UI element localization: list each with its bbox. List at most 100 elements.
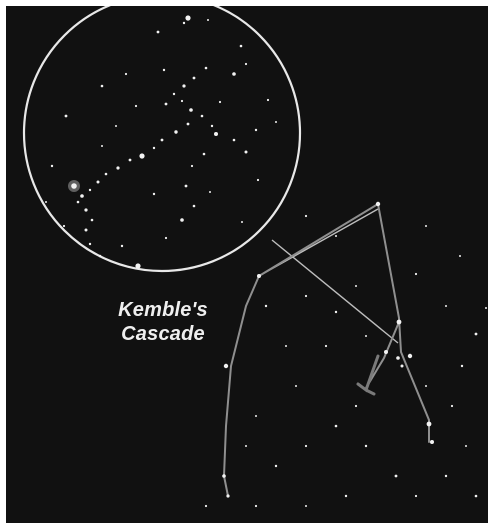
star [165, 103, 168, 106]
star [211, 125, 213, 127]
star [209, 191, 211, 193]
star [203, 153, 206, 156]
star [245, 63, 247, 65]
star [214, 132, 218, 136]
star [45, 201, 47, 203]
star [425, 385, 427, 387]
star [425, 225, 427, 227]
caption-line-2: Cascade [98, 322, 228, 346]
star [305, 505, 307, 507]
star [207, 19, 209, 21]
star [105, 173, 108, 176]
star [257, 179, 259, 181]
star [182, 84, 185, 87]
star [365, 335, 367, 337]
star [183, 22, 185, 24]
star [165, 237, 167, 239]
star [173, 93, 175, 95]
star [275, 121, 277, 123]
star [180, 218, 184, 222]
star [80, 194, 84, 198]
star [233, 139, 236, 142]
star [255, 415, 257, 417]
star [189, 108, 193, 112]
star [305, 295, 307, 297]
star [445, 305, 447, 307]
night-sky-panel: Kemble's Cascade [6, 6, 488, 523]
star [451, 405, 453, 407]
star [415, 495, 417, 497]
star [77, 201, 80, 204]
star [205, 67, 208, 70]
star [475, 495, 478, 498]
caption-line-1: Kemble's [98, 298, 228, 322]
star [295, 385, 297, 387]
star [265, 305, 267, 307]
star [430, 440, 434, 444]
star [193, 77, 196, 80]
star [187, 123, 190, 126]
star [185, 15, 190, 20]
star [241, 221, 243, 223]
star [255, 129, 257, 131]
star [63, 225, 65, 227]
star [376, 202, 380, 206]
star [335, 311, 337, 313]
star [161, 139, 164, 142]
star [285, 345, 287, 347]
star [384, 350, 388, 354]
star [465, 445, 467, 447]
inset-pointer-lines [259, 209, 398, 343]
star [305, 215, 307, 217]
star [232, 72, 236, 76]
star [365, 445, 367, 447]
star [181, 100, 183, 102]
star [121, 245, 123, 247]
star [224, 364, 228, 368]
star [153, 193, 155, 195]
star [163, 69, 165, 71]
star [459, 255, 461, 257]
star [89, 189, 91, 191]
star [355, 285, 357, 287]
star [115, 125, 117, 127]
star [139, 153, 144, 158]
star [219, 101, 221, 103]
star [205, 505, 207, 507]
star [84, 208, 87, 211]
star [116, 166, 119, 169]
star [89, 243, 91, 245]
star-cluster-glow [68, 180, 80, 192]
star [101, 145, 103, 147]
star [335, 235, 337, 237]
target-arrow [358, 356, 378, 394]
star [275, 465, 277, 467]
star [485, 307, 487, 309]
star [475, 333, 478, 336]
star [240, 45, 243, 48]
star [91, 219, 94, 222]
star [401, 365, 404, 368]
star [201, 115, 204, 118]
star [129, 159, 132, 162]
star [101, 85, 104, 88]
star [461, 365, 463, 367]
star [222, 474, 226, 478]
star [415, 273, 417, 275]
star [255, 505, 257, 507]
star [226, 494, 229, 497]
star [193, 205, 196, 208]
star [157, 31, 160, 34]
star [153, 147, 155, 149]
star-field [6, 6, 488, 523]
star [345, 495, 347, 497]
star [65, 115, 68, 118]
star [185, 185, 188, 188]
star [395, 475, 398, 478]
star [85, 229, 88, 232]
star [245, 445, 247, 447]
star [397, 320, 402, 325]
star [51, 165, 53, 167]
star [174, 130, 177, 133]
